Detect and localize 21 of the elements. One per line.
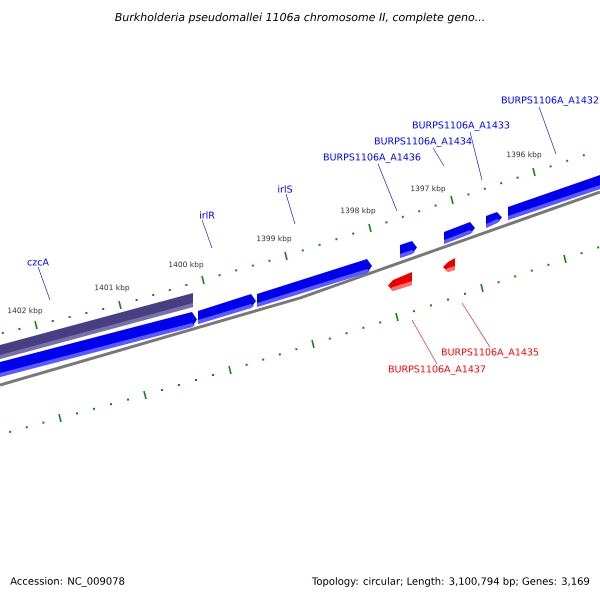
footer-text: Accession: NC_009078 xyxy=(10,577,124,587)
gene-label: BURPS1106A_A1435 xyxy=(442,348,538,358)
footer-text: Topology: circular; Length: 3,100,794 bp; Genes: 3,169 xyxy=(312,577,590,587)
title: Burkholderia pseudomallei 1106a chromosome II, complete geno... xyxy=(115,12,484,24)
gene-label: BURPS1106A_A1433 xyxy=(412,121,510,131)
leader-line xyxy=(202,220,212,248)
leader-line xyxy=(378,164,398,212)
leader-line xyxy=(432,148,444,166)
gene-label: BURPS1106A_A1432 xyxy=(502,96,598,106)
leader-line xyxy=(462,302,490,348)
gene-label: BURPS1106A_A1434 xyxy=(374,137,472,147)
leader-line xyxy=(286,194,296,224)
gene-label: irlR xyxy=(200,211,215,219)
gene-label: czcA xyxy=(28,258,49,266)
gene-label: BURPS1106A_A1437 xyxy=(388,365,486,375)
gene-label: BURPS1106A_A1436 xyxy=(324,153,420,163)
leader-line xyxy=(412,320,438,364)
leader-line xyxy=(538,106,556,154)
leader-line xyxy=(38,266,50,300)
leader-line xyxy=(470,132,482,180)
gene-label: irlS xyxy=(278,185,292,193)
